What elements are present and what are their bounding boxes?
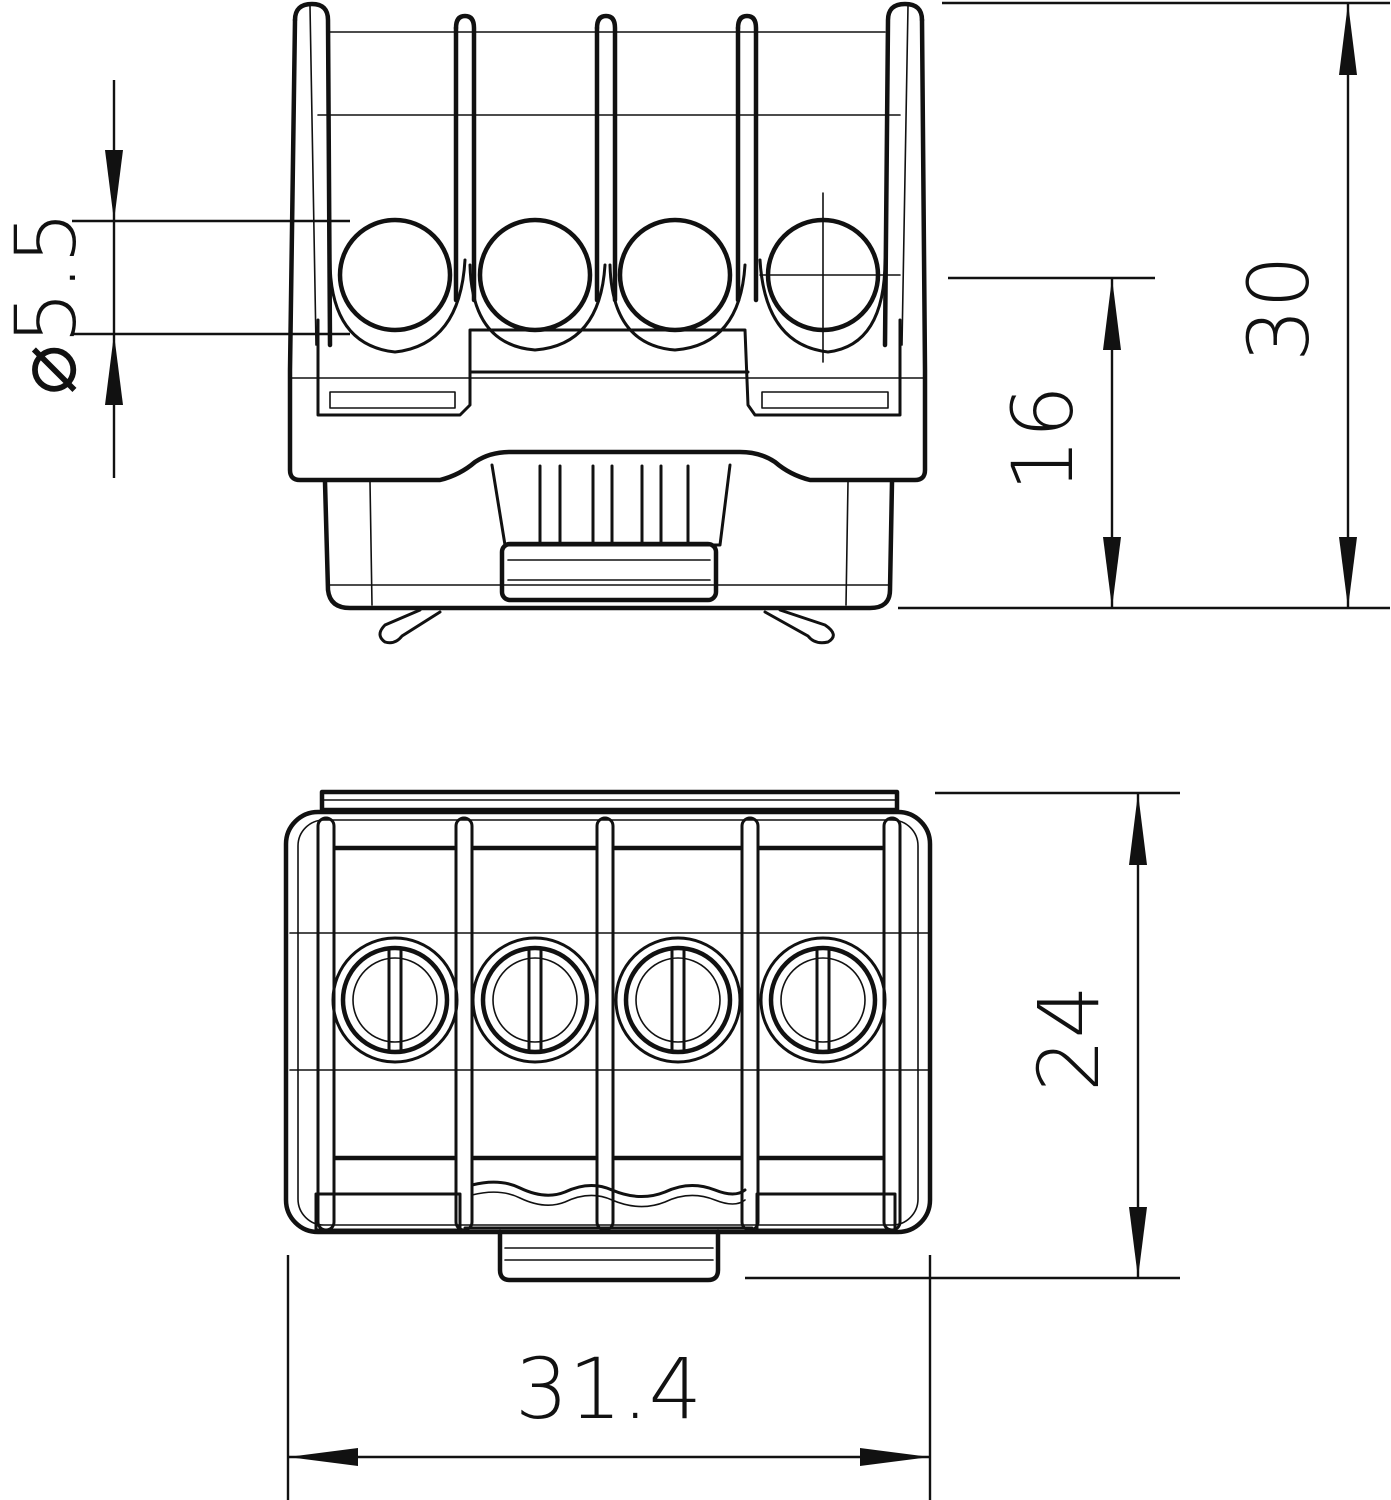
- depth-label: 24: [1020, 985, 1118, 1092]
- dimension-width: [286, 1255, 932, 1500]
- lower-height-label: 16: [994, 385, 1092, 492]
- dimension-depth: [745, 791, 1180, 1280]
- bottom-view: [283, 789, 933, 1283]
- dimension-hole-diameter: [72, 80, 350, 478]
- bottom-fins: [316, 816, 902, 1232]
- front-view: [287, 1, 928, 645]
- width-label: 31.4: [515, 1340, 702, 1438]
- dimension-lower-height: [948, 276, 1155, 608]
- screw-heads: [331, 936, 887, 1064]
- latch-ribs: [538, 464, 690, 547]
- hole-diameter-label: ⌀5.5: [0, 211, 95, 395]
- dimension-total-height: [898, 1, 1390, 610]
- total-height-label: 30: [1230, 255, 1328, 362]
- divider-fins: [453, 13, 759, 303]
- channel-bars: [333, 845, 885, 1161]
